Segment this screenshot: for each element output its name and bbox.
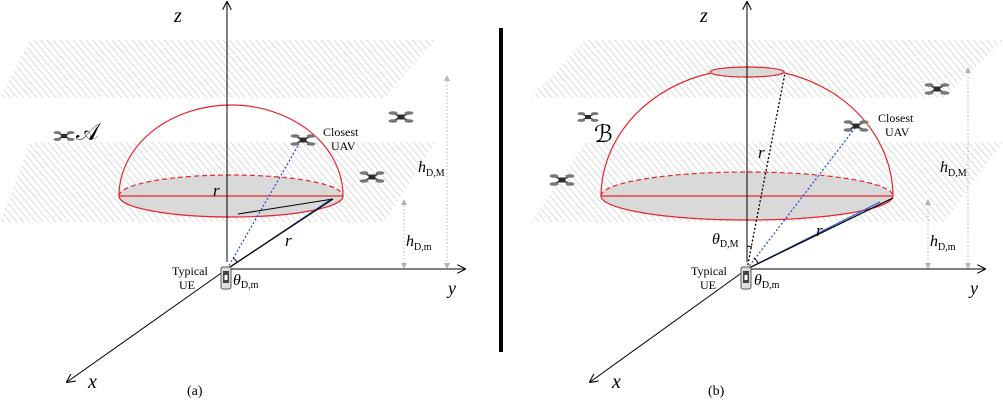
region-label: ℬ [594,122,613,148]
closest-uav-label-2: UAV [331,139,356,153]
typical-ue-label-2: UE [179,278,195,292]
radius-label-slant: r [758,143,765,162]
hemisphere-dome [118,104,344,197]
disk-radius [237,198,334,215]
theta-min-arc [753,257,759,264]
h-min-label: hD,m [406,233,432,253]
drone-icon [52,130,76,142]
radius-label-ground: r [816,221,823,240]
caption-a: (a) [187,384,203,399]
x-axis [67,268,228,382]
x-axis-label: x [87,371,97,393]
link-closest-uav [746,127,856,270]
radius-line [746,197,894,270]
disk-back [118,174,344,197]
closest-uav-label-1: Closest [878,111,914,125]
hemisphere-dome-left [600,72,712,197]
x-axis [590,268,748,382]
drone-icon [576,111,600,123]
panel-a: z y x 𝒜 Closest UAV Typical UE r r hD,M … [0,2,465,399]
radius-label-dome: r [213,181,220,200]
hemisphere-dome-right [784,72,894,197]
theta-max-label: θD,M [712,231,739,250]
phone-icon [220,266,232,290]
theta-min-label: θD,m [233,272,259,291]
y-axis-label: y [446,278,456,298]
link-closest-uav [226,143,300,270]
theta-min-label: θD,m [754,272,780,291]
h-max-label: hD,M [418,159,445,179]
caption-b: (b) [708,384,725,399]
typical-ue-label-1: Typical [172,264,208,278]
upper-plane [0,40,435,98]
slant-to-cap [746,72,786,270]
radius-label-ground: r [285,231,292,250]
disk-front [118,195,344,218]
y-axis-label: y [968,278,978,298]
theta-max-arc [746,245,753,248]
h-max-label: hD,M [940,159,967,179]
region-label: 𝒜 [76,120,101,146]
h-min-label: hD,m [930,233,956,253]
z-axis-label: z [699,5,708,27]
theta-arc [232,257,238,263]
closest-uav-label-2: UAV [885,125,910,139]
closest-uav-label-1: Closest [323,125,359,139]
typical-ue-label-2: UE [700,278,716,292]
drone-icon [842,119,870,133]
x-axis-label: x [611,371,621,393]
radius-line [226,198,334,270]
typical-ue-label-1: Typical [691,264,727,278]
phone-icon [740,266,752,290]
z-axis-label: z [173,5,182,27]
drone-icon [387,110,415,124]
panel-b: z y x ℬ Closest UAV Typical UE r r hD,M … [531,2,1003,399]
